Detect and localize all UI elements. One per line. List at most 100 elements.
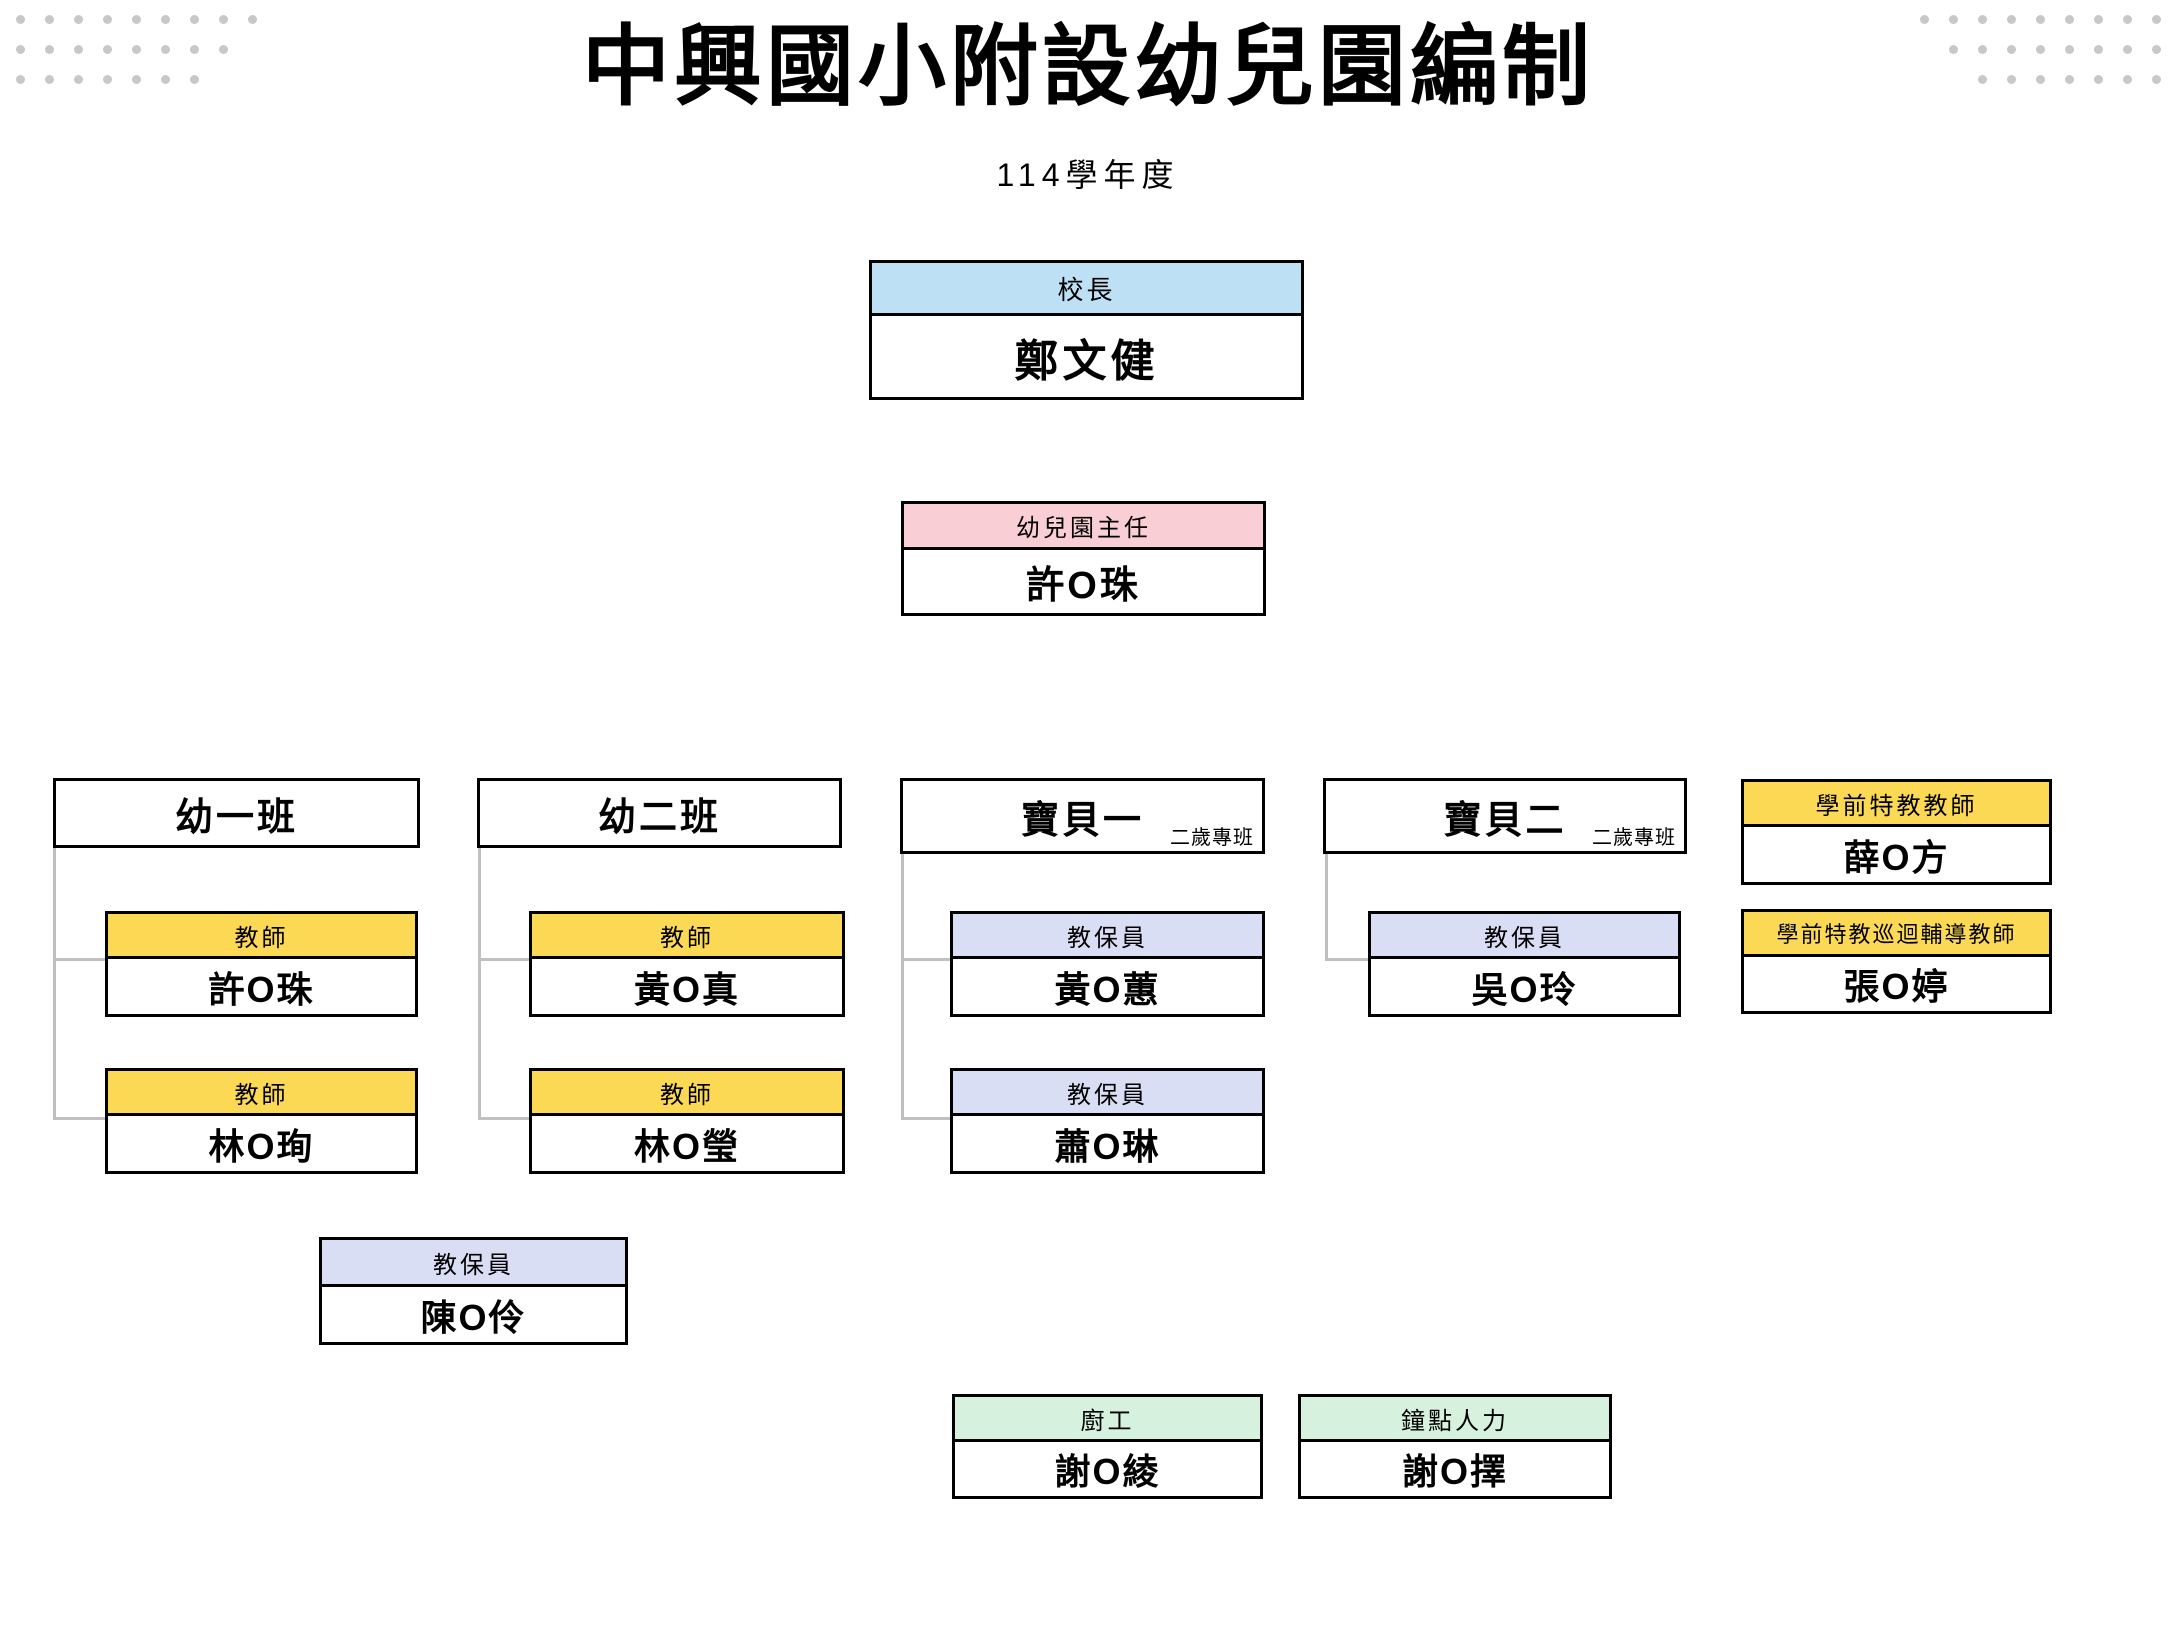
dot: [2064, 14, 2074, 24]
dot: [2122, 74, 2132, 84]
dot: [102, 74, 112, 84]
dot: [44, 14, 54, 24]
dot: [131, 14, 141, 24]
dot: [160, 44, 170, 54]
class-box-you1: 幼一班: [53, 778, 420, 848]
role-header: 鐘點人力: [1301, 1397, 1609, 1442]
dot: [2064, 44, 2074, 54]
dot: [131, 44, 141, 54]
dot: [15, 14, 25, 24]
dot: [1948, 14, 1958, 24]
connector-line: [1325, 854, 1328, 961]
dot: [160, 74, 170, 84]
dot: [218, 44, 228, 54]
name-text: 謝O擇: [1401, 1451, 1508, 1492]
name-text: 許O珠: [1026, 565, 1141, 607]
name-text: 薛O方: [1843, 836, 1950, 878]
dot: [1919, 14, 1929, 24]
role-label: 教保員: [1067, 1081, 1148, 1109]
role-label: 學前特教教師: [1815, 792, 1978, 820]
class-label: 幼一班: [174, 796, 298, 839]
dot: [2006, 14, 2016, 24]
dot: [2035, 44, 2045, 54]
role-label: 教保員: [433, 1251, 514, 1279]
dot: [1977, 44, 1987, 54]
class-tag: 二歲專班: [1592, 827, 1676, 849]
staff-box-caregiver: 教保員 陳O伶: [319, 1237, 628, 1345]
dot: [102, 14, 112, 24]
dot: [2151, 44, 2161, 54]
dot: [2151, 74, 2161, 84]
connector-line: [53, 848, 56, 1120]
class-box-you2: 幼二班: [477, 778, 842, 848]
name-text: 林O珣: [208, 1125, 315, 1167]
role-header: 教保員: [953, 1071, 1262, 1116]
staff-name: 吳O玲: [1371, 959, 1678, 1014]
role-header: 教保員: [953, 914, 1262, 959]
dot: [1977, 14, 1987, 24]
name-text: 黃O蕙: [1054, 968, 1161, 1010]
class-label: 寶貝一: [1020, 799, 1144, 842]
role-header: 教師: [108, 1071, 415, 1116]
class-tag: 二歲專班: [1170, 827, 1254, 849]
name-text: 謝O綾: [1054, 1451, 1161, 1492]
role-label: 鐘點人力: [1401, 1407, 1509, 1435]
dot: [2006, 44, 2016, 54]
connector-line: [53, 958, 105, 961]
role-header: 學前特教教師: [1744, 782, 2049, 827]
role-header: 教師: [108, 914, 415, 959]
dot: [247, 14, 257, 24]
dot: [73, 44, 83, 54]
dot: [2006, 74, 2016, 84]
dot: [73, 14, 83, 24]
staff-box-caregiver: 教保員 吳O玲: [1368, 911, 1681, 1017]
role-label: 學前特教巡迴輔導教師: [1776, 922, 2017, 947]
name-text: 陳O伶: [420, 1296, 527, 1338]
role-header: 教師: [532, 914, 842, 959]
name-text: 蕭O琳: [1054, 1125, 1161, 1167]
dot: [2035, 74, 2045, 84]
dot: [73, 74, 83, 84]
staff-box-caregiver: 教保員 黃O蕙: [950, 911, 1265, 1017]
connector-line: [478, 1117, 529, 1120]
staff-box-teacher: 教師 林O珣: [105, 1068, 418, 1174]
connector-line: [478, 958, 529, 961]
connector-line: [478, 848, 481, 1120]
staff-name: 黃O蕙: [953, 959, 1262, 1014]
role-label: 教保員: [1067, 924, 1148, 952]
name-text: 林O瑩: [633, 1125, 740, 1167]
staff-name: 陳O伶: [322, 1287, 625, 1342]
staff-name: 許O珠: [108, 959, 415, 1014]
staff-box-itinerant-special-ed-teacher: 學前特教巡迴輔導教師 張O婷: [1741, 909, 2052, 1014]
staff-name: 薛O方: [1744, 827, 2049, 882]
staff-name: 林O珣: [108, 1116, 415, 1171]
dot: [2093, 74, 2103, 84]
class-box-baobei2: 寶貝二 二歲專班: [1323, 778, 1687, 854]
dot: [1977, 74, 1987, 84]
staff-name: 謝O擇: [1301, 1442, 1609, 1496]
name-text: 黃O真: [633, 968, 740, 1010]
dot: [2122, 14, 2132, 24]
role-label: 教保員: [1484, 924, 1565, 952]
dot: [218, 14, 228, 24]
class-label: 寶貝二: [1443, 799, 1567, 842]
dot: [2151, 14, 2161, 24]
dot: [2064, 74, 2074, 84]
staff-name: 林O瑩: [532, 1116, 842, 1171]
dot: [102, 44, 112, 54]
staff-box-teacher: 教師 許O珠: [105, 911, 418, 1017]
staff-box-caregiver: 教保員 蕭O琳: [950, 1068, 1265, 1174]
role-label: 廚工: [1080, 1407, 1135, 1435]
class-box-baobei1: 寶貝一 二歲專班: [900, 778, 1265, 854]
dot: [15, 74, 25, 84]
page-title: 中興國小附設幼兒園編制: [581, 17, 1594, 116]
role-label: 幼兒園主任: [1016, 515, 1151, 542]
role-header: 幼兒園主任: [904, 504, 1263, 550]
dot: [2093, 44, 2103, 54]
name-text: 鄭文健: [1014, 336, 1159, 386]
dot: [189, 74, 199, 84]
name-text: 張O婷: [1843, 966, 1950, 1007]
dot: [2035, 14, 2045, 24]
staff-name: 張O婷: [1744, 957, 2049, 1011]
